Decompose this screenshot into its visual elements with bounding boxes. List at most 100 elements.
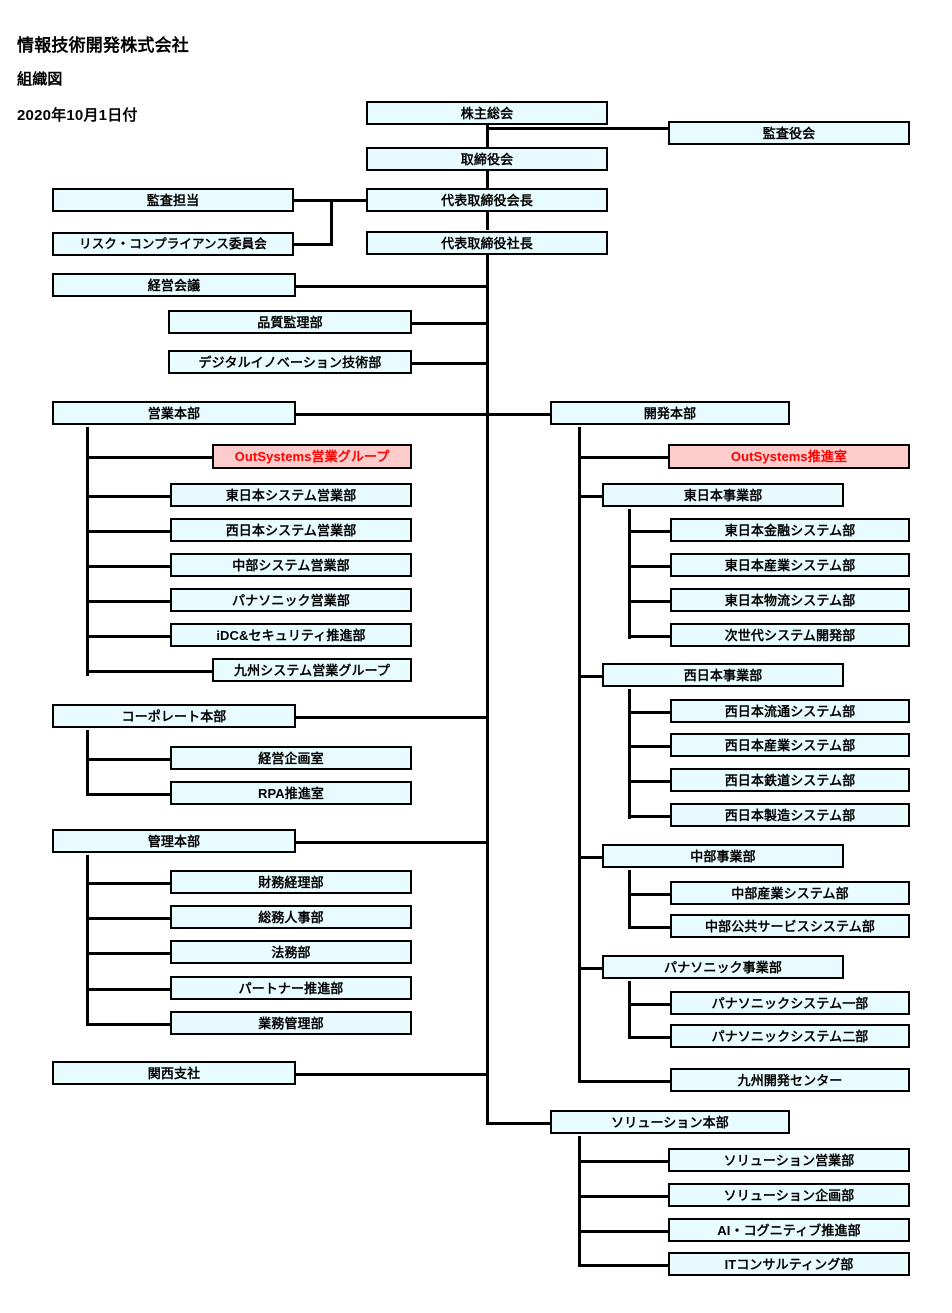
connector-corporate-spine: [86, 730, 89, 794]
node-outsystems-sales-group[interactable]: OutSystems営業グループ: [212, 444, 412, 469]
node-risk-compliance-committee[interactable]: リスク・コンプライアンス委員会: [52, 232, 294, 256]
node-kansai-branch[interactable]: 関西支社: [52, 1061, 296, 1085]
node-auditors-board[interactable]: 監査役会: [668, 121, 910, 145]
connector-dev-chubu-div: [578, 856, 604, 859]
connector-east-industry: [628, 565, 672, 568]
node-east-japan-system-sales[interactable]: 東日本システム営業部: [170, 483, 412, 507]
node-management-meeting[interactable]: 経営会議: [52, 273, 296, 297]
connector-dev-outsystems: [578, 456, 670, 459]
node-east-japan-division[interactable]: 東日本事業部: [602, 483, 844, 507]
node-general-affairs-hr-dept[interactable]: 総務人事部: [170, 905, 412, 929]
connector-sales-chubu: [86, 565, 172, 568]
node-west-japan-system-sales[interactable]: 西日本システム営業部: [170, 518, 412, 542]
connector-trunk-mgmt-meeting: [296, 285, 488, 288]
page-title: 情報技術開発株式会社: [17, 36, 189, 55]
connector-chubu-div-spine: [628, 870, 631, 928]
connector-west-div-spine: [628, 689, 631, 819]
node-west-japan-division[interactable]: 西日本事業部: [602, 663, 844, 687]
connector-solution-sales: [578, 1160, 670, 1163]
connector-corporate-mgmt-planning: [86, 758, 172, 761]
connector-sales-kyushu: [86, 670, 214, 673]
node-west-japan-manufacturing-system[interactable]: 西日本製造システム部: [670, 803, 910, 827]
connector-solution-spine: [578, 1136, 581, 1264]
connector-audit-charge-stub: [293, 199, 333, 202]
node-shareholders[interactable]: 株主総会: [366, 101, 608, 125]
node-chubu-public-service-system[interactable]: 中部公共サービスシステム部: [670, 914, 910, 938]
node-digital-innovation-dept[interactable]: デジタルイノベーション技術部: [168, 350, 412, 374]
node-kyushu-development-center[interactable]: 九州開発センター: [670, 1068, 910, 1092]
connector-panasonic-div-spine: [628, 981, 631, 1038]
node-west-japan-railway-system[interactable]: 西日本鉄道システム部: [670, 768, 910, 792]
connector-panasonic-sys2: [628, 1036, 672, 1039]
connector-chubu-public: [628, 926, 672, 929]
connector-admin-hr: [86, 917, 172, 920]
page-date: 2020年10月1日付: [17, 107, 138, 124]
connector-trunk-sales-hq: [296, 413, 488, 416]
connector-trunk-admin-hq: [296, 841, 488, 844]
node-kyushu-system-sales-group[interactable]: 九州システム営業グループ: [212, 658, 412, 682]
node-sales-hq[interactable]: 営業本部: [52, 401, 296, 425]
connector-sales-outsystems: [86, 456, 214, 459]
node-panasonic-sales[interactable]: パナソニック営業部: [170, 588, 412, 612]
node-finance-accounting-dept[interactable]: 財務経理部: [170, 870, 412, 894]
node-corporate-hq[interactable]: コーポレート本部: [52, 704, 296, 728]
connector-west-distribution: [628, 711, 672, 714]
node-solution-planning-dept[interactable]: ソリューション企画部: [668, 1183, 910, 1207]
connector-east-nextgen: [628, 635, 672, 638]
node-it-consulting-dept[interactable]: ITコンサルティング部: [668, 1252, 910, 1276]
node-development-hq[interactable]: 開発本部: [550, 401, 790, 425]
node-chubu-system-sales[interactable]: 中部システム営業部: [170, 553, 412, 577]
page-subtitle: 組織図: [17, 71, 63, 88]
connector-trunk-dev-hq: [486, 413, 550, 416]
connector-sales-panasonic: [86, 600, 172, 603]
node-administration-hq[interactable]: 管理本部: [52, 829, 296, 853]
connector-panasonic-sys1: [628, 1003, 672, 1006]
connector-shareholders-board: [486, 121, 489, 147]
node-east-japan-logistics-system[interactable]: 東日本物流システム部: [670, 588, 910, 612]
connector-chairman-president: [486, 212, 489, 230]
node-idc-security-promotion[interactable]: iDC&セキュリティ推進部: [170, 623, 412, 647]
connector-dev-west-div: [578, 675, 604, 678]
main-trunk-line: [486, 244, 489, 1122]
node-chubu-division[interactable]: 中部事業部: [602, 844, 844, 868]
node-east-japan-finance-system[interactable]: 東日本金融システム部: [670, 518, 910, 542]
node-nextgen-system-development[interactable]: 次世代システム開発部: [670, 623, 910, 647]
node-west-japan-distribution-system[interactable]: 西日本流通システム部: [670, 699, 910, 723]
connector-trunk-digital-innovation: [410, 362, 488, 365]
node-outsystems-promotion-office[interactable]: OutSystems推進室: [668, 444, 910, 469]
node-board-of-directors[interactable]: 取締役会: [366, 147, 608, 171]
connector-solution-it: [578, 1264, 670, 1267]
node-chairman[interactable]: 代表取締役会長: [366, 188, 608, 212]
connector-audit-bracket-vertical: [330, 200, 333, 246]
connector-solution-planning: [578, 1195, 670, 1198]
node-president[interactable]: 代表取締役社長: [366, 231, 608, 255]
connector-sales-east: [86, 495, 172, 498]
connector-chubu-industry: [628, 893, 672, 896]
node-management-planning-office[interactable]: 経営企画室: [170, 746, 412, 770]
node-west-japan-industry-system[interactable]: 西日本産業システム部: [670, 733, 910, 757]
connector-trunk-kansai-branch: [296, 1073, 488, 1076]
connector-trunk-quality-audit: [410, 322, 488, 325]
node-rpa-promotion-office[interactable]: RPA推進室: [170, 781, 412, 805]
node-legal-dept[interactable]: 法務部: [170, 940, 412, 964]
node-quality-audit-dept[interactable]: 品質監理部: [168, 310, 412, 334]
node-solution-hq[interactable]: ソリューション本部: [550, 1110, 790, 1134]
node-audit-charge[interactable]: 監査担当: [52, 188, 294, 212]
node-business-administration-dept[interactable]: 業務管理部: [170, 1011, 412, 1035]
connector-admin-partner: [86, 988, 172, 991]
node-solution-sales-dept[interactable]: ソリューション営業部: [668, 1148, 910, 1172]
connector-audit-bracket-to-chairman: [330, 199, 370, 202]
connector-board-chairman: [486, 170, 489, 190]
connector-east-div-spine: [628, 509, 631, 639]
node-panasonic-system-2[interactable]: パナソニックシステム二部: [670, 1024, 910, 1048]
node-partner-promotion-dept[interactable]: パートナー推進部: [170, 976, 412, 1000]
node-ai-cognitive-promotion-dept[interactable]: AI・コグニティブ推進部: [668, 1218, 910, 1242]
connector-trunk-corporate-hq: [296, 716, 488, 719]
connector-dev-east-div: [578, 495, 604, 498]
node-panasonic-system-1[interactable]: パナソニックシステム一部: [670, 991, 910, 1015]
connector-sales-west: [86, 530, 172, 533]
connector-west-railway: [628, 780, 672, 783]
node-panasonic-division[interactable]: パナソニック事業部: [602, 955, 844, 979]
node-east-japan-industry-system[interactable]: 東日本産業システム部: [670, 553, 910, 577]
node-chubu-industry-system[interactable]: 中部産業システム部: [670, 881, 910, 905]
